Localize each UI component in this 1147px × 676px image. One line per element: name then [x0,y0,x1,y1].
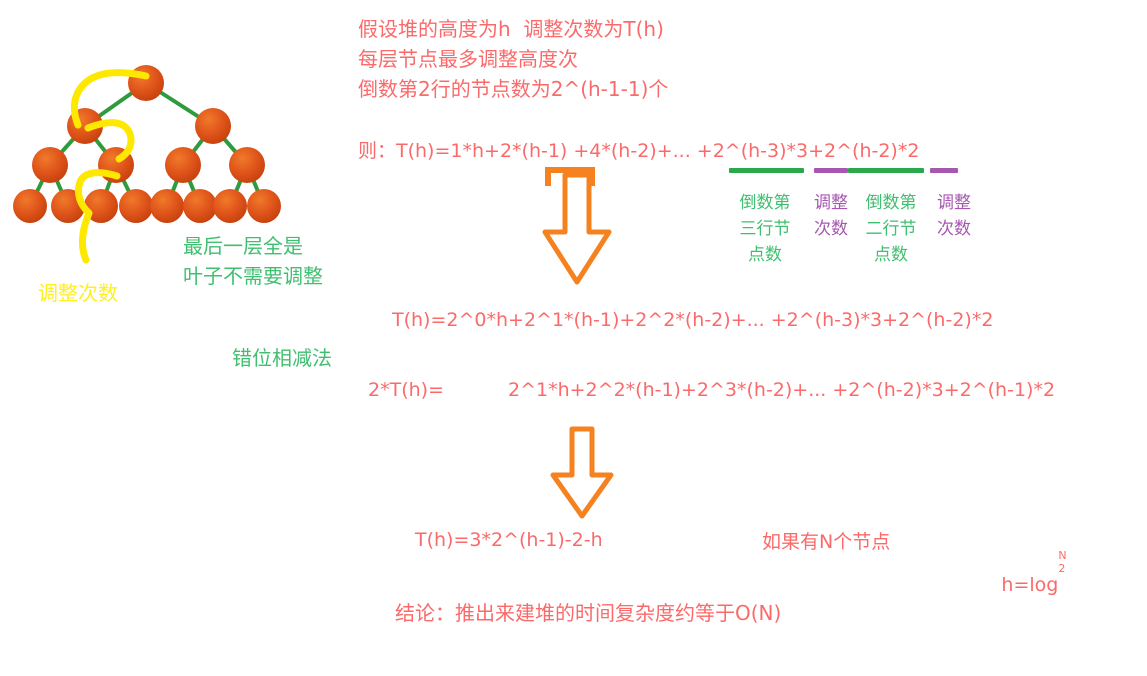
log-base-text: h=log [1001,574,1059,596]
premise-line-2: 每层节点最多调整高度次 [358,47,578,71]
method-label: 错位相减法 [232,346,332,370]
equation-2: T(h)=2^0*h+2^1*(h-1)+2^2*(h-2)+... +2^(h… [392,309,994,331]
adjust-count-annotation-path [70,69,150,264]
tree-nodes [13,65,281,223]
annotation-second-row-count: 倒数第 二行节 点数 [865,193,917,265]
n-node-note: 如果有N个节点 [762,531,891,553]
equation-4: T(h)=3*2^(h-1)-2-h [415,529,603,551]
heap-tree-diagram [8,48,294,264]
tree-node [165,147,201,183]
annotation-third-row-count: 倒数第 三行节 点数 [739,193,791,265]
tree-node [195,108,231,144]
mark-adjust-count-b [930,168,958,173]
height-log-formula: h=log N 2 [941,530,1066,676]
log-subscript: 2 [1058,562,1066,575]
equation-1: 则：T(h)=1*h+2*(h-1) +4*(h-2)+... +2^(h-3)… [358,140,920,162]
conclusion-text: 结论：推出来建堆的时间复杂度约等于O(N) [395,601,782,625]
tree-node [150,189,184,223]
tree-node [183,189,217,223]
tree-node [32,147,68,183]
premise-line-1: 假设堆的高度为h 调整次数为T(h) [358,17,664,41]
premise-line-3: 倒数第2行的节点数为2^(h-1-1)个 [358,77,669,101]
orange-bracket [545,166,595,188]
tree-svg [13,65,281,264]
mark-adjust-count-a [814,168,848,173]
adjust-count-label: 调整次数 [38,281,118,305]
tree-node [84,189,118,223]
log-expression: h=log N 2 [965,550,1066,662]
tree-node [247,189,281,223]
mark-third-row-count [729,168,804,173]
log-superscript: N [1058,549,1067,562]
equation-3-label: 2*T(h)= [368,379,444,401]
tree-node [13,189,47,223]
equation-3-body: 2^1*h+2^2*(h-1)+2^3*(h-2)+... +2^(h-2)*3… [508,379,1056,401]
annotation-adjust-count-b: 调整 次数 [937,193,971,239]
tree-edges [28,81,266,208]
down-arrow-bottom [548,425,618,521]
down-arrow-top [538,170,616,288]
leaf-note-line-2: 叶子不需要调整 [183,264,323,288]
tree-node [229,147,265,183]
annotation-adjust-count-a: 调整 次数 [814,193,848,239]
tree-node [213,189,247,223]
tree-node [119,189,153,223]
mark-second-row-count [848,168,924,173]
leaf-note-line-1: 最后一层全是 [183,234,303,258]
